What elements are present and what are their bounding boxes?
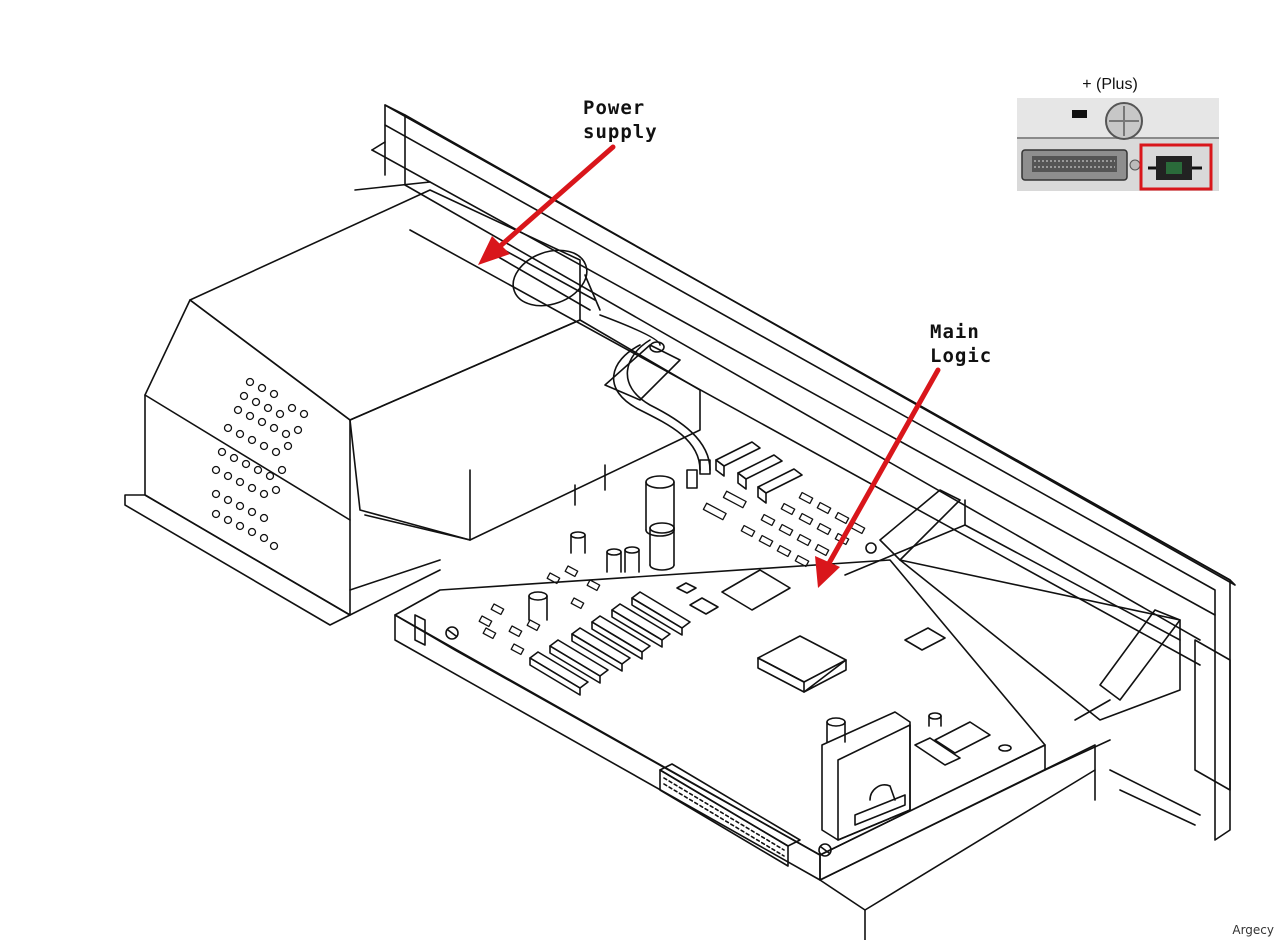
main-logic-board [394, 559, 1096, 940]
power-supply-unit [124, 189, 701, 626]
main-logic-arrow [825, 367, 941, 568]
mounting-holes [445, 542, 877, 857]
main-logic-arrowhead [815, 556, 840, 588]
rear-port-inset: + (Plus) [990, 70, 1219, 191]
power-cables [599, 314, 711, 489]
memory-card-slot [821, 711, 911, 841]
watermark: Argecy [1232, 923, 1274, 937]
right-bracket [844, 489, 1181, 771]
parallel-port-connector [659, 763, 801, 867]
smd-components [478, 490, 866, 656]
ethernet-highlight-box [1139, 143, 1213, 191]
minus-marker [1072, 110, 1087, 118]
power-supply-arrowhead [478, 236, 510, 265]
inset-title: + (Plus) [1082, 76, 1138, 93]
power-supply-label: Power supply [583, 97, 658, 143]
vent-holes [211, 377, 309, 551]
integrated-circuits [529, 441, 991, 766]
main-logic-label: Main Logic [930, 321, 993, 367]
power-supply-arrow [495, 144, 616, 251]
callout-arrows [478, 144, 941, 588]
rear-panel [354, 104, 1236, 841]
capacitors [528, 475, 1012, 752]
rear-port-photo [1017, 98, 1219, 191]
